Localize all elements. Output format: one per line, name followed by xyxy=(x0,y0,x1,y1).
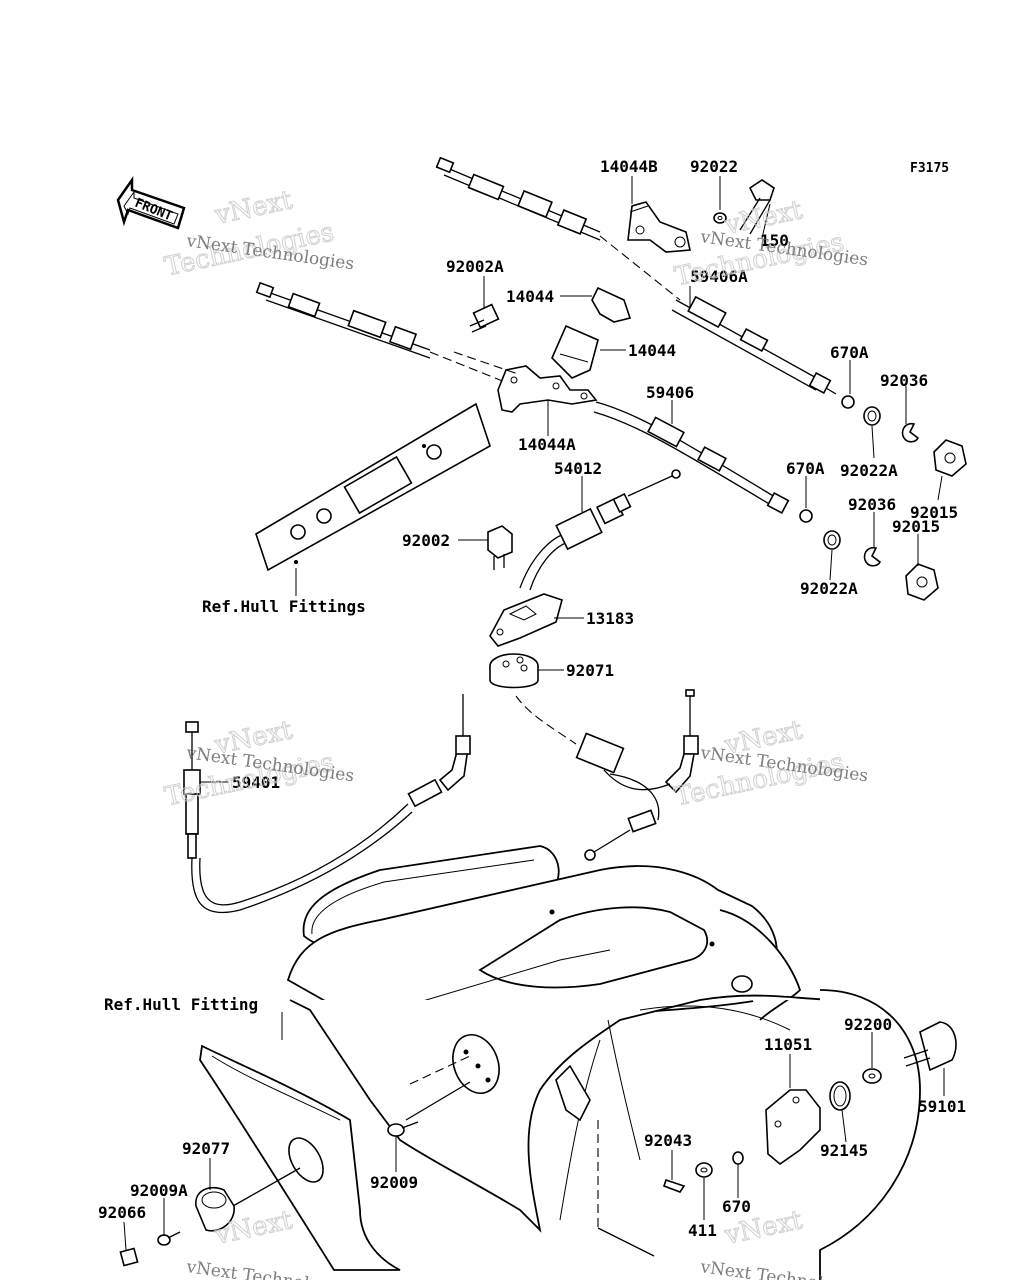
callout-150: 150 xyxy=(760,231,789,250)
watermark-line1: vNext xyxy=(212,185,296,231)
cable-lower-right xyxy=(575,689,699,861)
callout-92009: 92009 xyxy=(370,1173,418,1192)
callout-14044-mid: 14044 xyxy=(628,341,676,360)
o-ring-670 xyxy=(732,1151,744,1165)
pin-92043 xyxy=(662,1178,686,1193)
screw-92009a xyxy=(157,1231,181,1246)
choke-54012 xyxy=(519,469,681,591)
callout-92077: 92077 xyxy=(182,1139,230,1158)
callout-14044b: 14044B xyxy=(600,157,658,176)
bracket-14044a xyxy=(497,365,598,413)
screw-92009 xyxy=(387,1121,419,1137)
callout-670a-top: 670A xyxy=(830,343,869,362)
callout-11051: 11051 xyxy=(764,1035,812,1054)
figure-code: F3175 xyxy=(910,161,949,176)
callout-59401: 59401 xyxy=(232,773,280,792)
callout-92145: 92145 xyxy=(820,1141,868,1160)
plate-13183 xyxy=(489,593,563,647)
callout-92066: 92066 xyxy=(98,1203,146,1222)
callout-670a-bot: 670A xyxy=(786,459,825,478)
callout-59101: 59101 xyxy=(918,1097,966,1116)
callout-ref-hull-fittings: Ref.Hull Fittings xyxy=(202,597,366,616)
bolt-92002a xyxy=(469,303,500,333)
circlip-92036-top xyxy=(901,422,920,443)
callout-92022: 92022 xyxy=(690,157,738,176)
callout-92022a-top: 92022A xyxy=(840,461,898,480)
callout-92009a: 92009A xyxy=(130,1181,188,1200)
callout-92071: 92071 xyxy=(566,661,614,680)
bracket-14044b xyxy=(627,201,691,253)
circlip-92036-bot xyxy=(863,546,882,567)
callout-92002a: 92002A xyxy=(446,257,504,276)
washer-92022 xyxy=(713,212,727,224)
hull-body xyxy=(199,845,921,1280)
callout-13183: 13183 xyxy=(586,609,634,628)
cap-92077 xyxy=(195,1186,235,1232)
callout-59406a: 59406A xyxy=(690,267,748,286)
nut-92015-top xyxy=(933,439,967,477)
callout-labels: 14044B 92022 150 92002A 14044 59406A 140… xyxy=(98,157,966,1240)
cover-11051 xyxy=(765,1089,821,1166)
shaft-59101 xyxy=(903,1021,957,1072)
callout-54012: 54012 xyxy=(554,459,602,478)
washer-92022a-bot xyxy=(823,530,841,550)
callout-14044-top: 14044 xyxy=(506,287,554,306)
grommet-92071 xyxy=(489,653,539,689)
washer-92022a-top xyxy=(863,406,881,426)
callout-411: 411 xyxy=(688,1221,717,1240)
callout-92200: 92200 xyxy=(844,1015,892,1034)
o-ring-670a-top xyxy=(841,395,855,409)
o-ring-670a-bot xyxy=(799,509,813,523)
washer-92200 xyxy=(862,1068,882,1084)
hull-fitting-plate xyxy=(255,402,491,572)
callout-92036-top: 92036 xyxy=(880,371,928,390)
bolt-150 xyxy=(739,179,775,235)
throttle-cable-59406a xyxy=(435,156,837,395)
throttle-cable-left xyxy=(255,281,531,393)
callout-ref-hull-fitting: Ref.Hull Fitting xyxy=(104,995,258,1014)
nut-92066 xyxy=(119,1247,139,1267)
callout-92015-top: 92015 xyxy=(910,503,958,522)
washer-411 xyxy=(695,1162,713,1178)
callout-92036-bot: 92036 xyxy=(848,495,896,514)
callout-92015-bot: 92015 xyxy=(892,517,940,536)
watermark-small: vNext Technologies xyxy=(698,1257,869,1280)
callout-59406: 59406 xyxy=(646,383,694,402)
seal-92145 xyxy=(829,1081,851,1111)
callout-92022a-bot: 92022A xyxy=(800,579,858,598)
clamp-14044-top xyxy=(591,286,632,323)
callout-92043: 92043 xyxy=(644,1131,692,1150)
throttle-cable-59406 xyxy=(593,401,790,515)
cable-59401 xyxy=(183,694,471,914)
callout-14044a: 14044A xyxy=(518,435,576,454)
callout-92002: 92002 xyxy=(402,531,450,550)
leader-lines xyxy=(123,176,945,1251)
bolt-92002 xyxy=(487,525,513,570)
nut-92015-bot xyxy=(905,563,939,601)
clamp-14044-mid xyxy=(551,324,599,379)
callout-670: 670 xyxy=(722,1197,751,1216)
front-arrow-icon: FRONT xyxy=(116,176,186,230)
